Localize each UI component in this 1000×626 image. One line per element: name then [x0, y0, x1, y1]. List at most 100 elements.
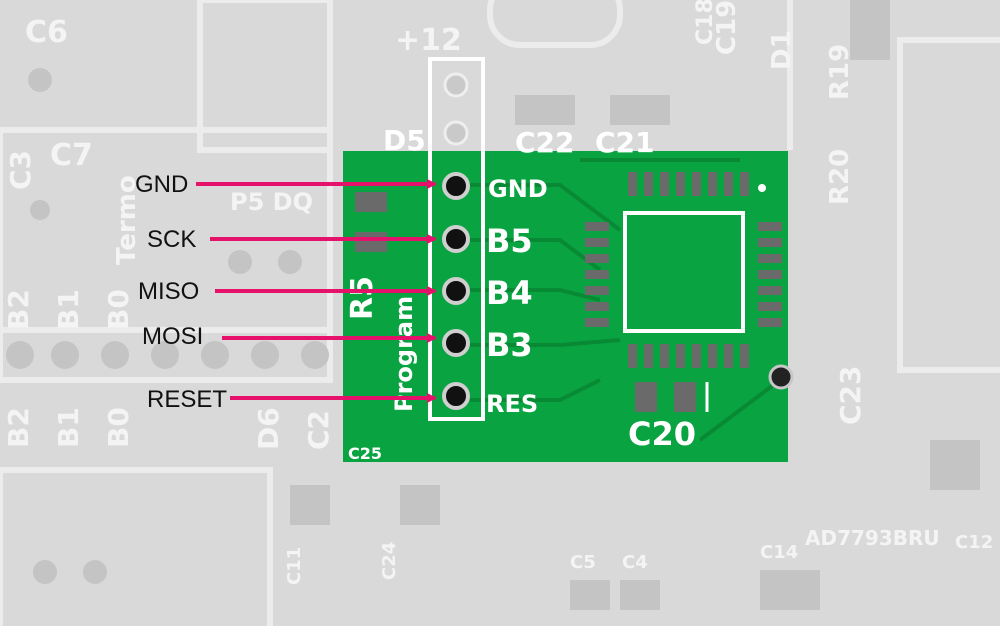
trace — [470, 338, 621, 347]
bg-pad — [28, 68, 52, 92]
bg-smd — [850, 0, 890, 60]
smd-pad — [355, 232, 387, 252]
bg-pad — [301, 341, 329, 369]
header-pad-faded — [443, 120, 469, 146]
callout-label-sck: SCK — [147, 226, 196, 253]
callout-arrows — [196, 179, 437, 403]
bg-label: C14 — [760, 542, 798, 563]
pad-b5 — [442, 225, 470, 253]
program-header-pads — [442, 172, 470, 410]
trace — [470, 288, 601, 302]
bg-label: B1 — [52, 289, 85, 330]
designator-c25: C25 — [348, 444, 382, 463]
c20-footprint — [635, 382, 709, 412]
bg-smd — [610, 95, 670, 125]
bg-label: C7 — [50, 138, 93, 173]
bg-label: C6 — [25, 15, 68, 50]
smd-pad — [635, 382, 657, 412]
mounting-via — [768, 364, 794, 390]
bg-pad — [151, 341, 179, 369]
pin-label-b3: B3 — [486, 326, 533, 364]
bg-label: R20 — [825, 149, 855, 205]
background-pads — [6, 0, 980, 610]
bg-label: B2 — [2, 407, 35, 448]
bg-label: AD7793BRU — [805, 526, 940, 550]
bg-label: B0 — [102, 407, 135, 448]
background-silkscreen: C6 +12 C7 C3 Termo P5 DQ B2 B1 B0 B2 B1 … — [2, 0, 993, 585]
bg-smd — [620, 580, 660, 610]
bg-label: C3 — [4, 150, 37, 190]
bg-label: C4 — [622, 552, 648, 573]
designator-d5: D5 — [383, 124, 426, 157]
program-label: Program — [390, 296, 418, 412]
pcb-board — [343, 151, 788, 462]
bg-crystal-outline — [487, 0, 623, 48]
pin-label-b5: B5 — [486, 222, 533, 260]
bg-label: D6 — [252, 407, 285, 450]
header-pad-faded — [443, 72, 469, 98]
designator-c21: C21 — [595, 126, 655, 159]
bg-label: C5 — [570, 552, 596, 573]
bg-pad — [251, 341, 279, 369]
bg-outline-topleft — [197, 0, 333, 153]
smd-pad — [674, 382, 696, 412]
bg-pad — [101, 341, 129, 369]
bg-label: B2 — [2, 289, 35, 330]
bg-label: B1 — [52, 407, 85, 448]
bg-smd — [400, 485, 440, 525]
bg-label: C24 — [379, 542, 400, 580]
bg-pad — [51, 341, 79, 369]
pin1-dot — [758, 184, 766, 192]
pad-b4 — [442, 277, 470, 305]
trace — [470, 183, 622, 232]
chip-outline — [623, 211, 745, 333]
trace — [470, 378, 601, 402]
bg-outline-right — [897, 37, 1000, 373]
bg-label: P5 DQ — [230, 188, 313, 216]
designator-c20: C20 — [628, 415, 696, 453]
bg-label: R19 — [825, 44, 855, 100]
bg-pad — [83, 560, 107, 584]
bg-pad — [201, 341, 229, 369]
smd-pad — [355, 192, 387, 212]
bg-pad — [228, 250, 252, 274]
bg-smd — [290, 485, 330, 525]
bg-label: C11 — [284, 547, 305, 585]
bg-pad — [30, 200, 50, 220]
callout-label-miso: MISO — [138, 278, 199, 305]
pad-res — [442, 382, 470, 410]
bg-outline-bottomleft — [0, 467, 273, 626]
bg-label: +12 — [395, 23, 462, 58]
bg-smd — [930, 440, 980, 490]
bg-pad — [33, 560, 57, 584]
bg-label: C12 — [955, 532, 993, 553]
pin-label-gnd: GND — [488, 175, 548, 203]
callout-label-reset: RESET — [147, 386, 227, 413]
designator-r5: R5 — [345, 276, 380, 320]
bg-label: C18 — [693, 0, 718, 45]
pin-label-res: RES — [486, 390, 538, 418]
bg-header-outline — [0, 127, 333, 383]
bg-label: C23 — [834, 365, 867, 425]
bg-smd — [515, 95, 575, 125]
trace — [698, 378, 782, 442]
bg-label: C2 — [302, 410, 335, 450]
callout-label-mosi: MOSI — [142, 323, 203, 350]
bg-label: C19 — [712, 0, 742, 55]
bg-pad — [6, 341, 34, 369]
bg-label: Termo — [112, 175, 142, 265]
bg-smd — [760, 570, 820, 610]
pad-b3 — [442, 329, 470, 357]
bg-label: B0 — [102, 289, 135, 330]
pcb-traces — [470, 158, 782, 442]
pad-gnd — [442, 172, 470, 200]
bg-label: D1 — [767, 30, 797, 70]
bg-pad — [278, 250, 302, 274]
designator-c22: C22 — [515, 126, 575, 159]
pin-label-b4: B4 — [486, 274, 533, 312]
qfp-footprint — [585, 172, 782, 368]
callout-label-gnd: GND — [135, 171, 188, 198]
